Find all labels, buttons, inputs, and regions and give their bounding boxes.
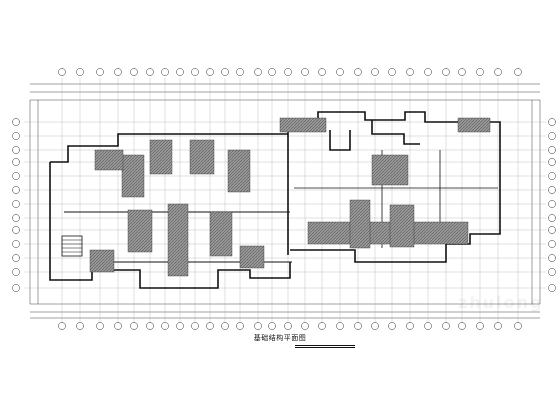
axis-bubble bbox=[354, 68, 362, 76]
axis-bubble bbox=[458, 68, 466, 76]
axis-bubble bbox=[176, 68, 184, 76]
axis-bubble bbox=[458, 322, 466, 330]
axis-bubble bbox=[12, 240, 20, 248]
axis-bubble bbox=[548, 172, 556, 180]
dimension-frame bbox=[29, 83, 541, 319]
axis-bubble bbox=[130, 322, 138, 330]
foundation-walls bbox=[49, 111, 501, 289]
axis-bubble bbox=[548, 200, 556, 208]
axis-bubble bbox=[548, 158, 556, 166]
axis-bubble bbox=[442, 322, 450, 330]
axis-bubble bbox=[476, 68, 484, 76]
axis-bubble bbox=[221, 322, 229, 330]
axis-bubble bbox=[548, 146, 556, 154]
axis-bubble bbox=[442, 68, 450, 76]
axis-bubble bbox=[191, 322, 199, 330]
axis-bubble bbox=[354, 322, 362, 330]
axis-bubble bbox=[548, 214, 556, 222]
axis-bubble bbox=[424, 68, 432, 76]
stair-detail bbox=[61, 235, 83, 257]
axis-bubble bbox=[114, 322, 122, 330]
axis-bubble bbox=[548, 254, 556, 262]
axis-bubble bbox=[494, 322, 502, 330]
axis-bubble bbox=[146, 322, 154, 330]
axis-bubble bbox=[301, 68, 309, 76]
title-underline bbox=[295, 345, 355, 346]
axis-bubble bbox=[236, 68, 244, 76]
axis-bubble bbox=[221, 68, 229, 76]
axis-bubble bbox=[268, 322, 276, 330]
axis-bubble bbox=[12, 200, 20, 208]
axis-bubble bbox=[318, 68, 326, 76]
axis-bubble bbox=[58, 68, 66, 76]
axis-bubble bbox=[268, 68, 276, 76]
axis-bubble bbox=[514, 322, 522, 330]
axis-bubble bbox=[12, 158, 20, 166]
axis-bubble bbox=[371, 68, 379, 76]
watermark-logo: zhulong bbox=[458, 293, 544, 312]
axis-bubble bbox=[76, 322, 84, 330]
axis-bubble bbox=[336, 322, 344, 330]
footing-hatches bbox=[89, 117, 491, 277]
axis-bubble bbox=[301, 322, 309, 330]
axis-bubble bbox=[114, 68, 122, 76]
axis-bubble bbox=[371, 322, 379, 330]
axis-bubble bbox=[424, 322, 432, 330]
axis-bubble bbox=[96, 68, 104, 76]
axis-bubble bbox=[58, 322, 66, 330]
axis-bubble bbox=[254, 68, 262, 76]
axis-bubble bbox=[12, 172, 20, 180]
axis-bubble bbox=[548, 132, 556, 140]
axis-bubble bbox=[130, 68, 138, 76]
axis-bubble bbox=[388, 68, 396, 76]
axis-bubble bbox=[548, 240, 556, 248]
axis-bubble bbox=[548, 186, 556, 194]
axis-bubble bbox=[406, 322, 414, 330]
axis-bubble bbox=[12, 132, 20, 140]
axis-bubble bbox=[318, 322, 326, 330]
axis-bubble bbox=[548, 226, 556, 234]
axis-bubble bbox=[161, 322, 169, 330]
axis-bubble bbox=[548, 268, 556, 276]
axis-bubble bbox=[388, 322, 396, 330]
axis-bubble bbox=[96, 322, 104, 330]
axis-bubble bbox=[236, 322, 244, 330]
axis-bubble bbox=[76, 68, 84, 76]
axis-bubble bbox=[146, 68, 154, 76]
axis-bubble bbox=[12, 186, 20, 194]
axis-bubble bbox=[254, 322, 262, 330]
axis-bubble bbox=[12, 118, 20, 126]
axis-bubble bbox=[161, 68, 169, 76]
axis-bubble bbox=[191, 68, 199, 76]
axis-grid bbox=[24, 78, 546, 322]
axis-bubble bbox=[548, 118, 556, 126]
axis-bubble bbox=[284, 322, 292, 330]
axis-bubble bbox=[206, 68, 214, 76]
axis-bubble bbox=[336, 68, 344, 76]
axis-bubble bbox=[12, 146, 20, 154]
axis-bubble bbox=[12, 226, 20, 234]
axis-bubbles bbox=[12, 68, 556, 330]
axis-bubble bbox=[514, 68, 522, 76]
axis-bubble bbox=[12, 268, 20, 276]
axis-bubble bbox=[12, 214, 20, 222]
title-underline-2 bbox=[295, 347, 355, 348]
axis-bubble bbox=[406, 68, 414, 76]
axis-bubble bbox=[476, 322, 484, 330]
axis-bubble bbox=[548, 284, 556, 292]
drawing-title: 基础结构平面图 bbox=[253, 334, 307, 342]
axis-bubble bbox=[12, 284, 20, 292]
axis-bubble bbox=[12, 254, 20, 262]
axis-bubble bbox=[206, 322, 214, 330]
axis-bubble bbox=[284, 68, 292, 76]
axis-bubble bbox=[176, 322, 184, 330]
axis-bubble bbox=[494, 68, 502, 76]
